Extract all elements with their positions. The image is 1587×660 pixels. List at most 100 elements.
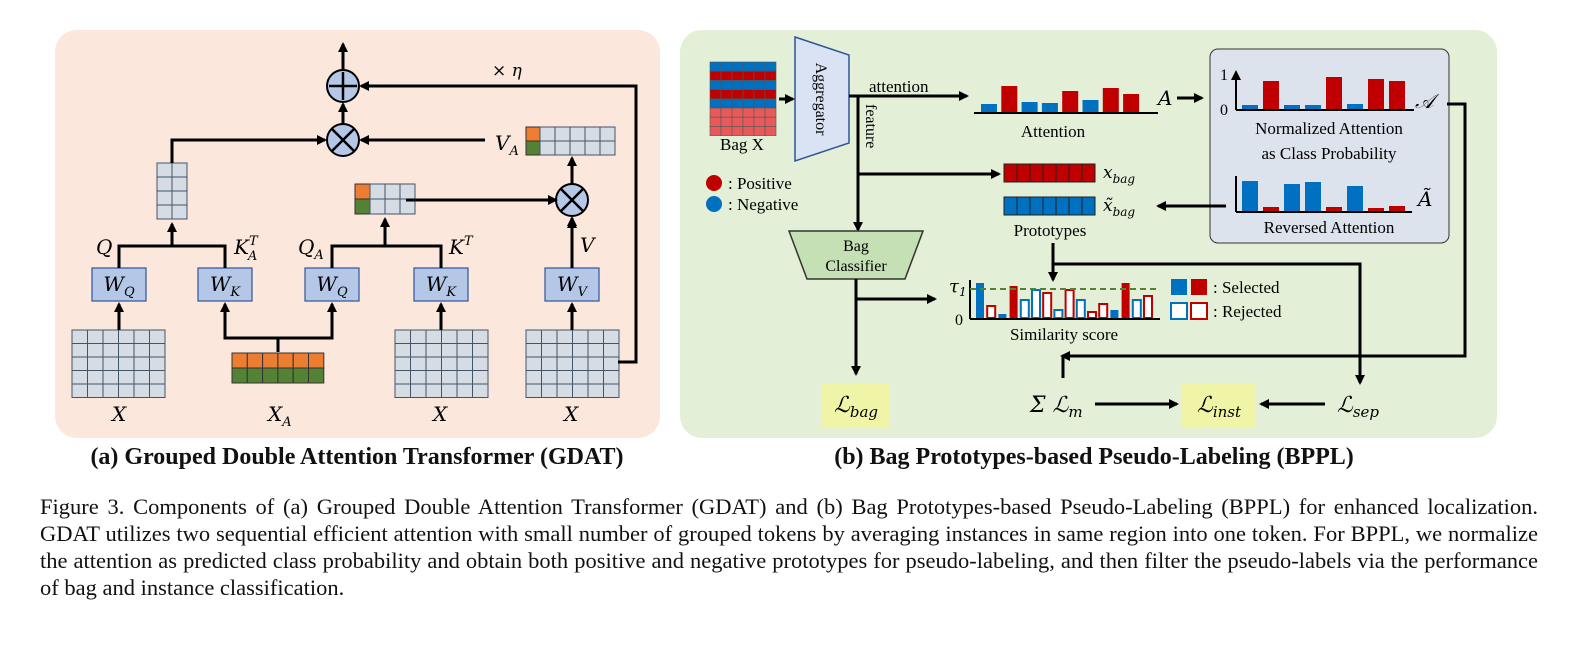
- bar: [998, 314, 1007, 318]
- grid-cell: [525, 343, 542, 358]
- token-cell-green: [277, 367, 294, 384]
- legend-positive: : Positive: [728, 174, 792, 193]
- grid-cell: [441, 383, 458, 398]
- bag-instance-cell: [731, 89, 744, 100]
- bar: [1284, 105, 1300, 109]
- label-va: VA: [495, 131, 519, 159]
- grid-cell: [456, 356, 473, 371]
- bar: [1389, 81, 1405, 109]
- grid-cell: [149, 356, 166, 371]
- grid-cell: [441, 356, 458, 371]
- grid-cell: [603, 356, 620, 371]
- grid-cell: [472, 370, 489, 385]
- legend-negative-dot: [706, 196, 722, 212]
- grid-cell: [133, 370, 150, 385]
- bag-instance-cell: [764, 70, 777, 81]
- norm-title-2: as Class Probability: [1261, 144, 1397, 163]
- eta-scale-label: × η: [492, 61, 523, 81]
- grid-cell: [556, 329, 573, 344]
- grid-cell: [384, 198, 401, 215]
- loss-bag: ℒbag: [834, 393, 878, 421]
- grid-cell: [572, 383, 589, 398]
- token-cell-green: [246, 367, 264, 384]
- norm-axis-one: 1: [1220, 67, 1228, 84]
- grid-cell: [554, 126, 571, 142]
- attention-symbol: A: [1156, 86, 1172, 110]
- grid-cell: [525, 356, 542, 371]
- bar: [1368, 208, 1384, 211]
- svg-text:WQ: WQ: [103, 272, 135, 300]
- grid-cell: [71, 329, 88, 344]
- grid-cell: [156, 162, 173, 178]
- grid-cell: [554, 140, 571, 156]
- panel-a-background: [55, 30, 660, 438]
- loss-bag-box: [822, 383, 890, 427]
- grid-cell: [556, 343, 573, 358]
- bar: [1242, 181, 1258, 211]
- bag-instance-cell: [753, 98, 766, 109]
- label-kt: KT: [448, 234, 474, 259]
- prototype-cell-negative: [1003, 196, 1018, 216]
- bag-instance-cell: [720, 116, 733, 127]
- grid-cell: [171, 190, 188, 206]
- grid-cell: [410, 370, 427, 385]
- grid-cell: [569, 140, 586, 156]
- bag-instance-cell: [709, 98, 722, 109]
- add-node: [326, 69, 360, 103]
- grid-cell: [587, 343, 604, 358]
- prototype-cell-positive: [1081, 163, 1096, 183]
- bag-instance-cell: [753, 107, 766, 118]
- sim-axis-zero: 0: [955, 312, 963, 329]
- grid-cell: [171, 176, 188, 192]
- label-xa: XA: [266, 402, 292, 430]
- bar: [1326, 77, 1342, 109]
- loss-sep: ℒsep: [1337, 393, 1379, 421]
- grid-cell: [102, 329, 119, 344]
- grid-cell: [149, 383, 166, 398]
- grid-cell: [584, 126, 601, 142]
- grid-cell: [603, 383, 620, 398]
- bar: [1242, 105, 1258, 109]
- grid-cell: [171, 162, 188, 178]
- bar: [1082, 100, 1099, 112]
- grid-cell: [118, 343, 135, 358]
- grid-cell: [87, 383, 104, 398]
- bag-instance-cell: [731, 107, 744, 118]
- tau-label: τ1: [949, 276, 967, 299]
- bag-instance-cell: [720, 80, 733, 90]
- norm-title-1: Normalized Attention: [1255, 119, 1403, 138]
- bar: [1064, 289, 1075, 319]
- wk-box-2: WK: [413, 267, 469, 302]
- bag-instance-cell: [742, 98, 755, 109]
- label-x-3: X: [562, 402, 579, 426]
- reversed-label: Reversed Attention: [1264, 218, 1395, 237]
- bag-instance-cell: [753, 89, 766, 100]
- grid-cell: [102, 356, 119, 371]
- grid-cell: [472, 356, 489, 371]
- bar: [1368, 79, 1384, 109]
- bar: [1009, 286, 1018, 318]
- grid-cell: [149, 370, 166, 385]
- prototype-cell-positive: [1003, 163, 1018, 183]
- bar: [1098, 303, 1109, 319]
- grid-cell: [572, 343, 589, 358]
- token-cell-green: [308, 367, 325, 384]
- legend-selected-pos: [1191, 279, 1207, 295]
- bag-instance-cell: [753, 61, 766, 72]
- grid-cell: [71, 383, 88, 398]
- bar: [1102, 88, 1119, 112]
- norm-axis-zero: 0: [1220, 102, 1228, 119]
- grid-cell: [599, 126, 616, 142]
- bag-instance-cell: [753, 80, 766, 90]
- loss-inst-box: [1182, 383, 1256, 427]
- grid-cell: [572, 356, 589, 371]
- bag-instance-cell: [764, 89, 777, 100]
- grid-cell: [456, 383, 473, 398]
- grid-cell: [472, 383, 489, 398]
- grid-cell: [369, 183, 386, 200]
- grid-cell: [369, 198, 386, 215]
- bag-instance-cell: [709, 116, 722, 127]
- prototype-cell-positive: [1029, 163, 1044, 183]
- multiply-node-2: [555, 183, 589, 217]
